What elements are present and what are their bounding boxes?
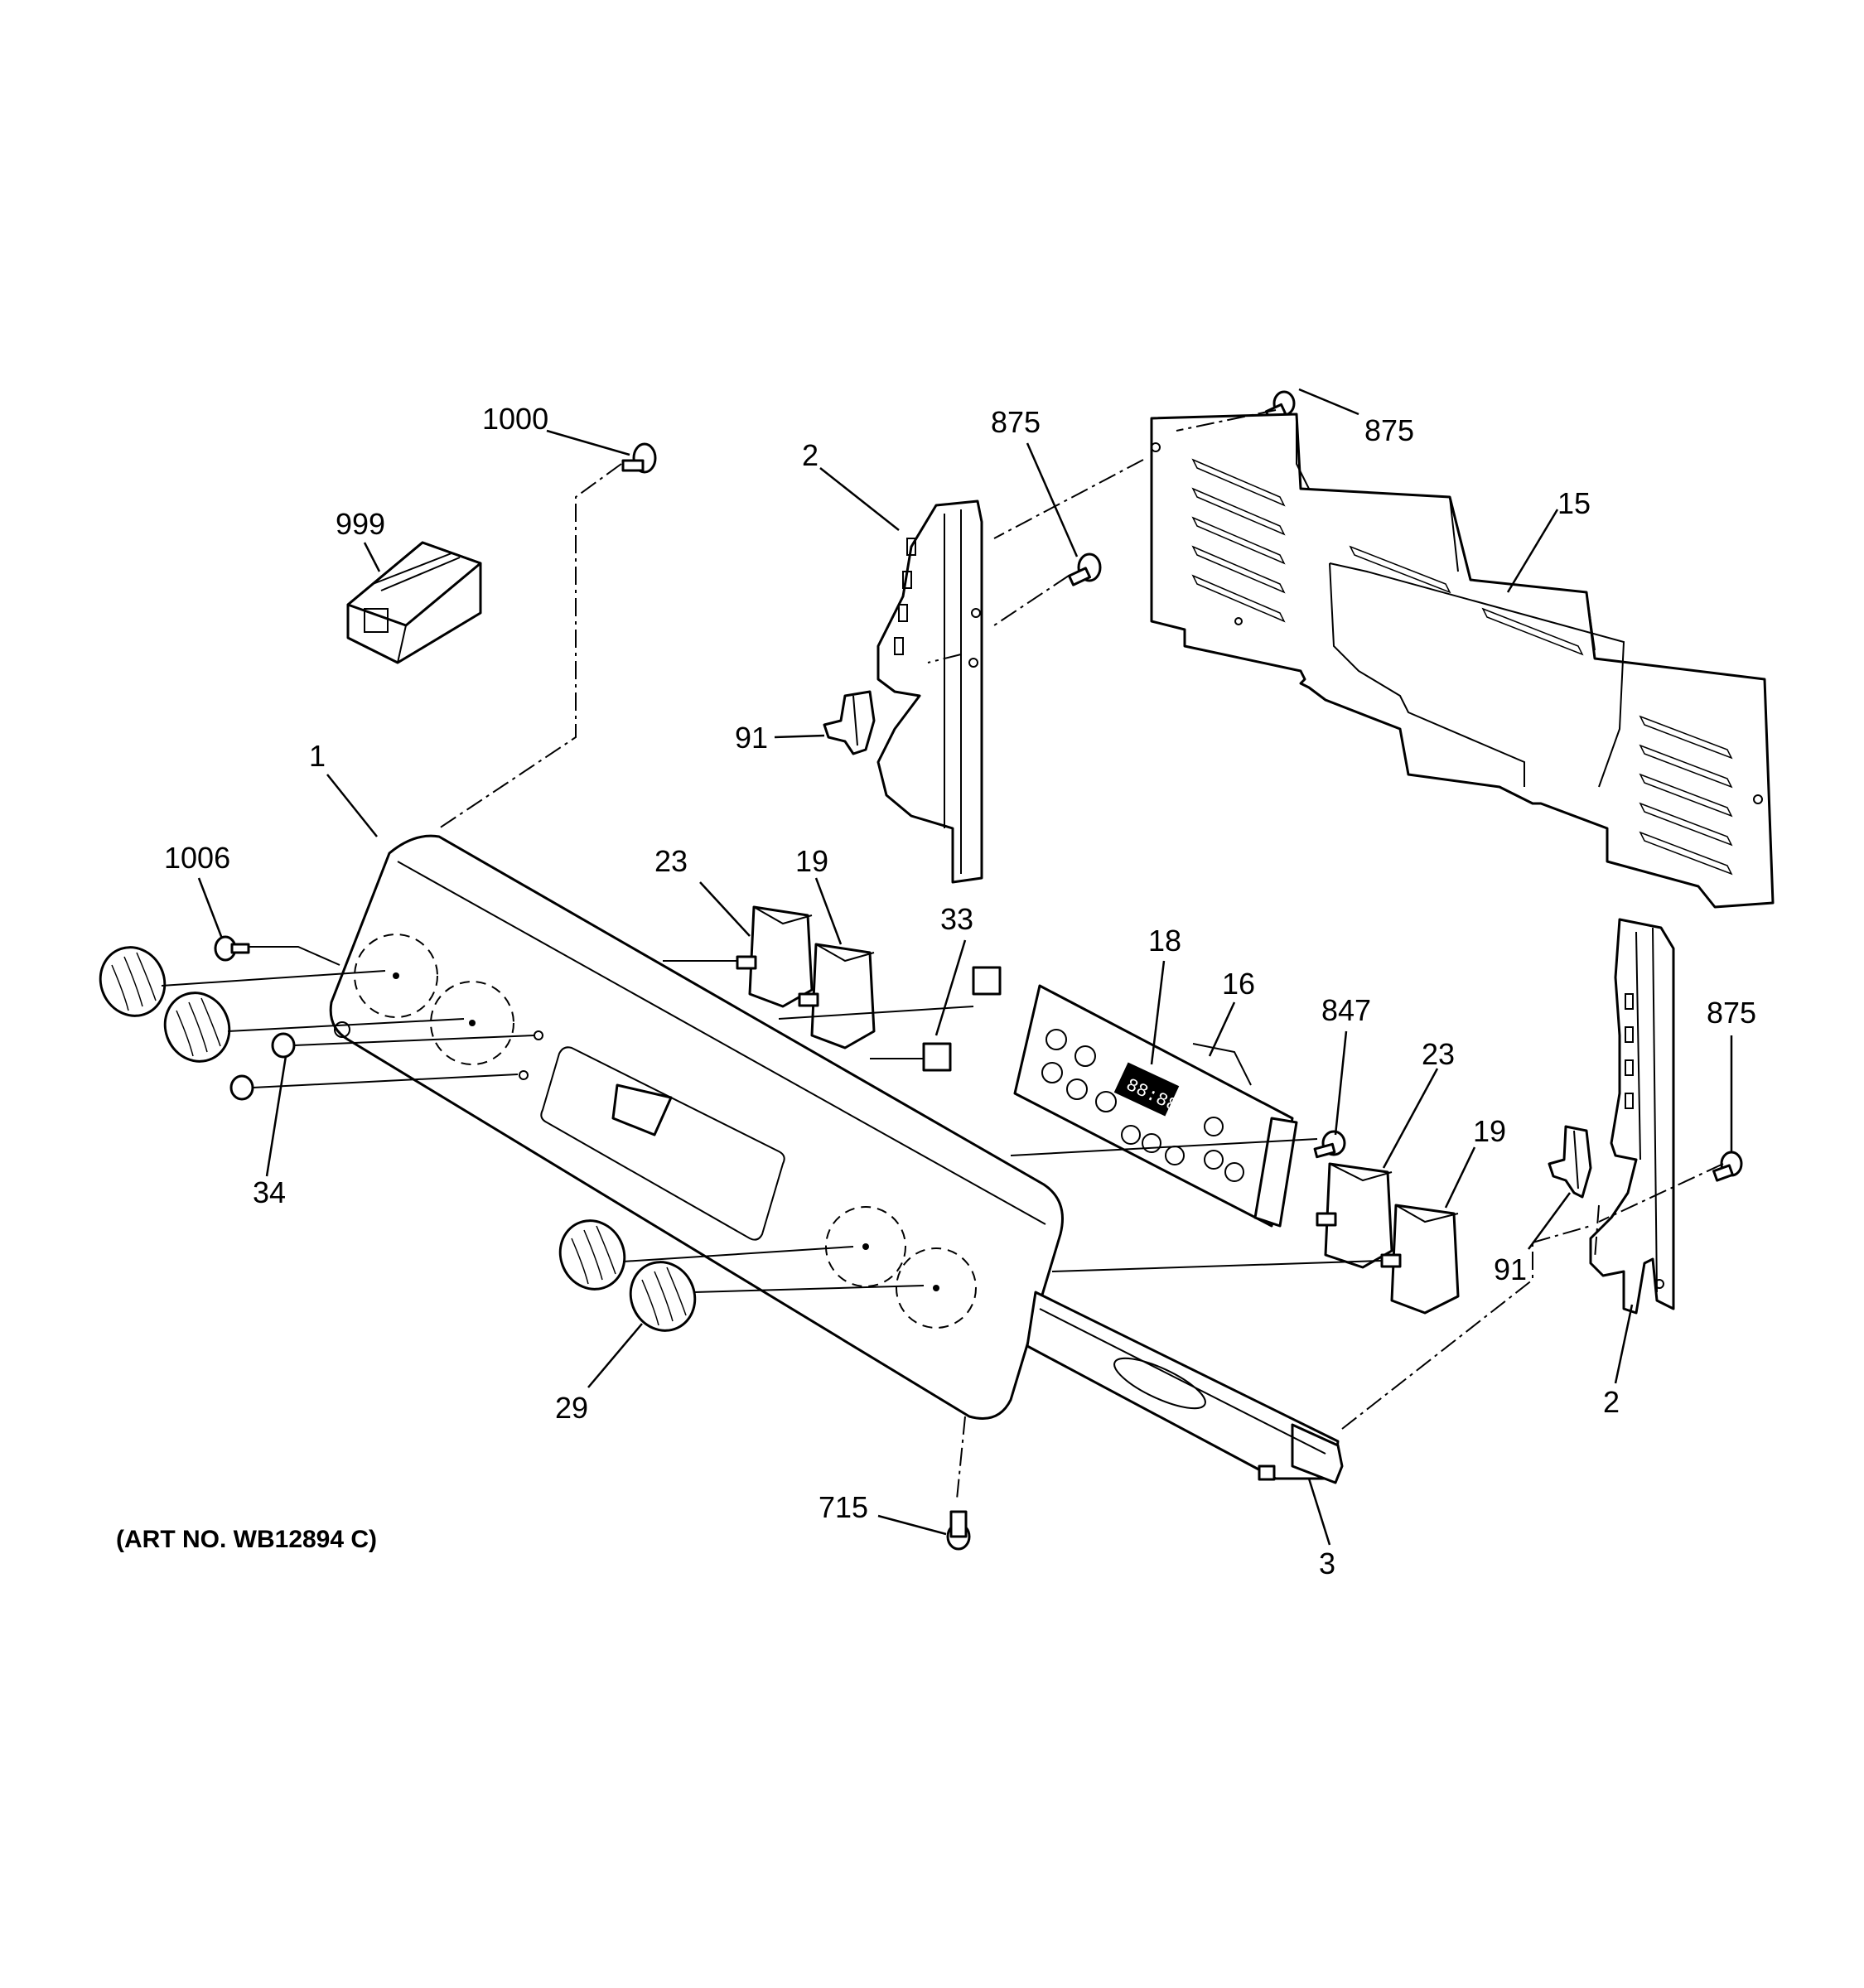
part-18-display: [1113, 1062, 1180, 1117]
callout-labels: 1000 999 2 875 875 15 91 1 1006 23 19 33…: [116, 402, 1756, 1580]
callout-847: 847: [1321, 993, 1371, 1027]
part-1006-screw: [214, 935, 250, 962]
part-23-switch-upper: [736, 905, 814, 1008]
callout-16: 16: [1222, 967, 1255, 1001]
callout-23-upper: 23: [654, 844, 688, 878]
callout-15: 15: [1557, 486, 1591, 520]
callout-18: 18: [1148, 924, 1181, 958]
part-knob-left-2: [163, 992, 231, 1063]
part-33-clip-1: [972, 966, 1002, 996]
callout-91-left: 91: [735, 721, 768, 755]
callout-23-lower: 23: [1422, 1037, 1455, 1071]
callout-19-lower: 19: [1473, 1114, 1506, 1148]
part-91-clip-left: [823, 690, 876, 755]
part-16-control-board: 88:88: [1013, 984, 1298, 1228]
callout-2-top: 2: [802, 438, 819, 472]
part-19-switch-lower: [1380, 1204, 1460, 1315]
callout-29: 29: [555, 1391, 588, 1425]
part-2-side-bracket-right: [1589, 918, 1675, 1315]
callout-875-bracket: 875: [991, 405, 1041, 439]
part-15-back-panel: [1150, 413, 1775, 909]
part-29-knob-2: [629, 1261, 697, 1332]
callout-875-right: 875: [1707, 996, 1756, 1030]
part-847-screw: [1313, 1130, 1346, 1159]
part-19-switch-upper: [798, 943, 876, 1049]
part-1000-screw: [621, 442, 657, 474]
callout-999: 999: [336, 507, 385, 541]
part-999-box: [346, 541, 482, 664]
part-knob-left-1: [99, 946, 167, 1017]
part-3-trim-strip: [1026, 1291, 1344, 1484]
assembly-lines: [438, 409, 1724, 1500]
part-715-screw: [946, 1510, 971, 1551]
art-number: (ART NO. WB12894 C): [116, 1526, 377, 1553]
part-91-clip-right: [1548, 1125, 1592, 1199]
alignment-lines: [161, 946, 1383, 1293]
part-34-lens-2: [229, 1074, 254, 1101]
callout-2-bottom: 2: [1603, 1385, 1620, 1419]
part-29-knob-1: [558, 1219, 626, 1291]
leader-lines: [197, 388, 1733, 1546]
part-875-screw-bracket: [1067, 552, 1102, 586]
callout-3: 3: [1319, 1546, 1335, 1580]
callout-34: 34: [253, 1175, 286, 1209]
callout-1006: 1006: [164, 841, 230, 875]
callout-715: 715: [819, 1490, 868, 1524]
callout-19-upper: 19: [795, 844, 828, 878]
callout-1: 1: [309, 739, 326, 773]
callout-875-top: 875: [1364, 413, 1414, 447]
callout-91-right: 91: [1494, 1252, 1527, 1286]
part-23-switch-lower: [1316, 1162, 1393, 1269]
part-875-screw-right: [1712, 1151, 1743, 1182]
part-34-lens-1: [271, 1032, 296, 1059]
part-2-side-bracket-left: [876, 499, 983, 884]
part-33-clip-2: [922, 1042, 952, 1072]
callout-33: 33: [940, 902, 973, 936]
callout-1000: 1000: [482, 402, 548, 436]
